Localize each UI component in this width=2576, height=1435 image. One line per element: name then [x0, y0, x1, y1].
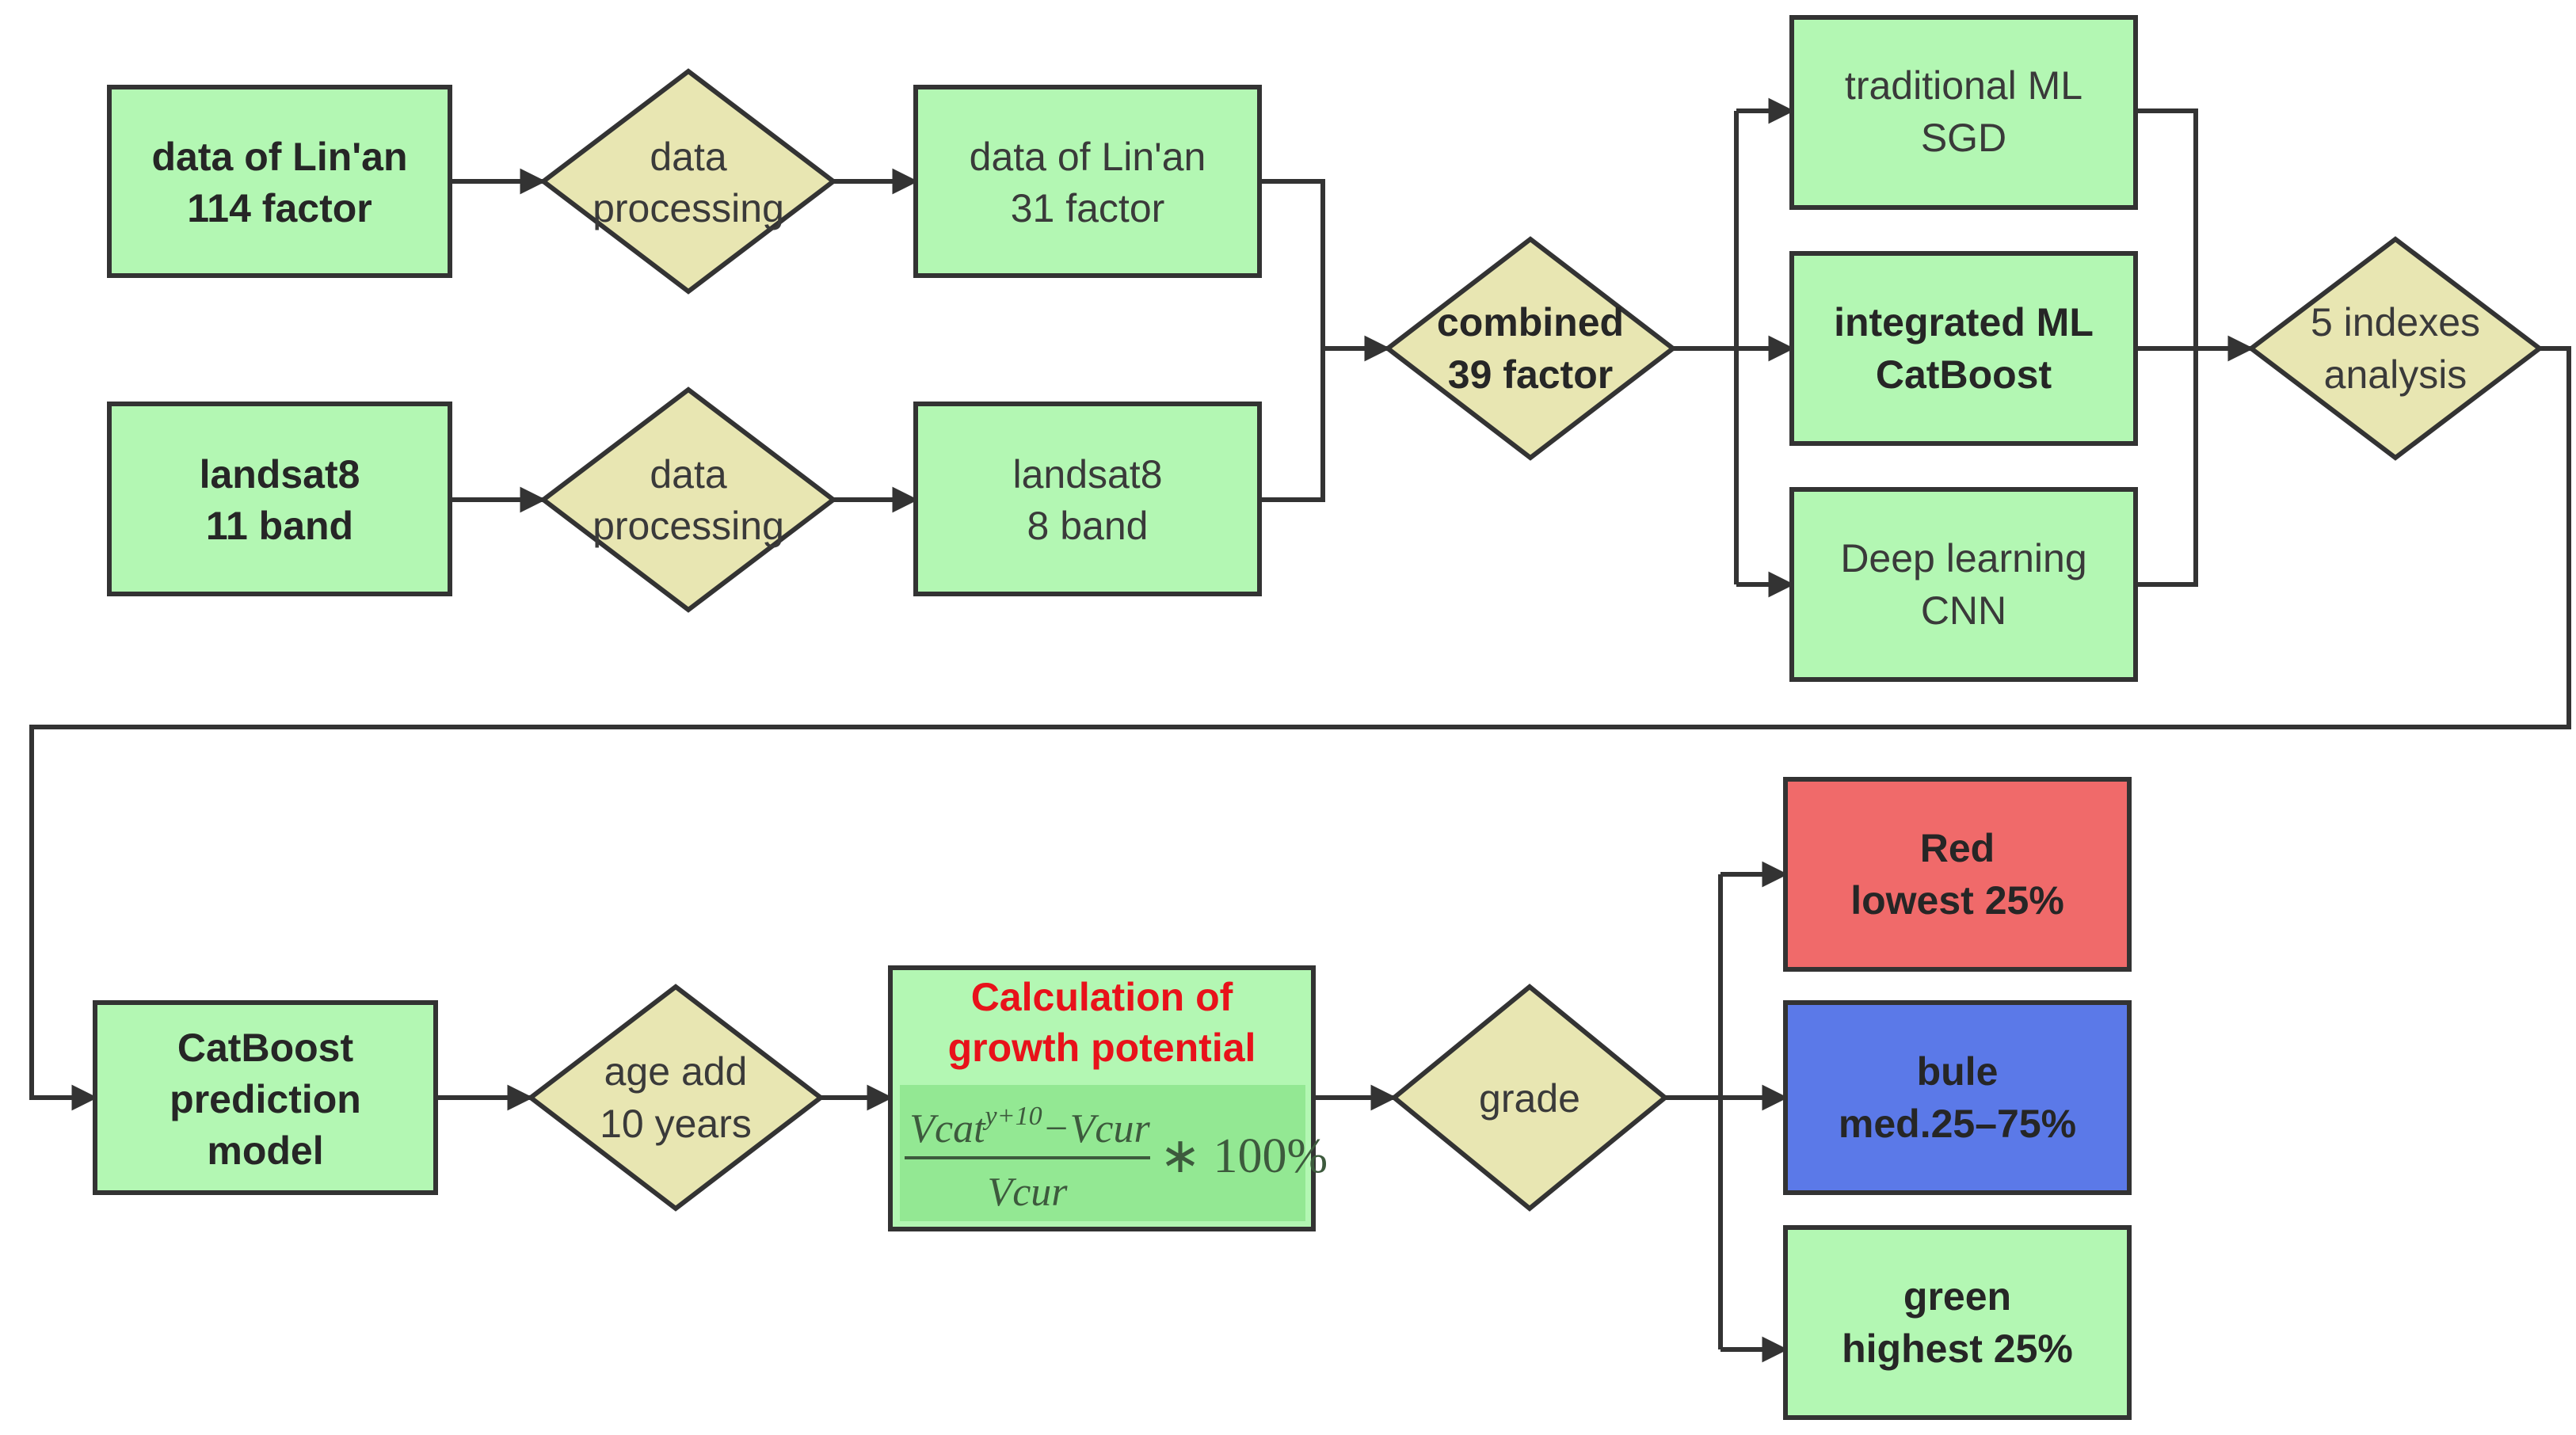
node-shape: [1789, 487, 2138, 682]
node-shape: [1783, 1225, 2132, 1420]
node-label: data: [650, 135, 727, 179]
node-deep-learning-cnn: Deep learning CNN: [1789, 487, 2138, 682]
connector-grade-to-branch: [1665, 874, 1723, 1349]
formula-background: [900, 1085, 1305, 1221]
formula-denominator: Vcur: [987, 1170, 1068, 1215]
node-label: 10 years: [600, 1102, 752, 1146]
node-label: grade: [1479, 1076, 1580, 1121]
node-linan-31-factor: data of Lin'an 31 factor: [913, 85, 1262, 278]
node-label: highest 25%: [1842, 1327, 2073, 1371]
node-shape: [527, 984, 825, 1212]
formula-numerator: Vcaty+10−Vcur: [909, 1102, 1150, 1151]
node-shape: [107, 85, 452, 278]
node-blue-medium: bule med.25–75%: [1783, 1000, 2132, 1195]
node-label: data of Lin'an: [152, 135, 408, 179]
node-label: data: [650, 452, 727, 497]
growth-formula: Vcaty+10−Vcur Vcur ∗ 100%: [900, 1085, 1328, 1221]
node-title: Calculation of: [971, 975, 1233, 1019]
node-traditional-ml-sgd: traditional ML SGD: [1789, 15, 2138, 210]
node-label: age add: [604, 1049, 748, 1094]
node-shape: [1384, 236, 1677, 461]
node-label: 39 factor: [1448, 352, 1613, 397]
connector-linan31-to-merge: [1259, 179, 1325, 502]
node-label: analysis: [2324, 352, 2467, 397]
node-label: integrated ML: [1834, 300, 2094, 344]
node-green-highest: green highest 25%: [1783, 1225, 2132, 1420]
node-data-processing-2: data processing: [539, 386, 837, 613]
node-label: data of Lin'an: [970, 135, 1206, 179]
connector-indexes-wrap: [29, 346, 2571, 1111]
node-label: 8 band: [1027, 504, 1149, 548]
formula-multiplier: ∗ 100%: [1160, 1129, 1328, 1183]
node-shape: [1789, 15, 2138, 210]
node-shape: [913, 85, 1262, 278]
formula-superscript: y+10: [983, 1102, 1042, 1131]
node-label: prediction: [170, 1077, 361, 1121]
node-shape: [913, 402, 1262, 596]
node-combined-39-factor: combined 39 factor: [1384, 236, 1677, 461]
node-label: 31 factor: [1011, 186, 1165, 230]
node-linan-114-factor: data of Lin'an 114 factor: [107, 85, 452, 278]
node-label: CatBoost: [1876, 352, 2052, 397]
node-landsat8-11-band: landsat8 11 band: [107, 402, 452, 596]
node-label: lowest 25%: [1850, 878, 2064, 923]
node-catboost-prediction-model: CatBoost prediction model: [93, 1000, 438, 1195]
node-label: CNN: [1921, 588, 2006, 633]
node-shape: [107, 402, 452, 596]
node-label: med.25–75%: [1839, 1102, 2076, 1146]
node-label: traditional ML: [1845, 63, 2083, 108]
node-label: SGD: [1921, 116, 2006, 160]
node-label: 5 indexes: [2311, 300, 2480, 344]
node-red-lowest: Red lowest 25%: [1783, 777, 2132, 972]
node-label: processing: [593, 186, 784, 230]
node-shape: [539, 386, 837, 613]
node-label: landsat8: [200, 452, 360, 497]
node-label: landsat8: [1012, 452, 1162, 497]
node-calculation-growth-potential: Calculation of growth potential Vcaty+10…: [888, 965, 1328, 1231]
node-label: Deep learning: [1840, 536, 2086, 580]
node-shape: [1783, 1000, 2132, 1195]
node-shape: [1390, 984, 1669, 1212]
node-shape: [1783, 777, 2132, 972]
connectors: [29, 97, 2571, 1363]
node-shape: [93, 1000, 438, 1195]
node-label: CatBoost: [177, 1026, 354, 1070]
formula-numerator-base: Vcat: [909, 1106, 986, 1151]
node-5-indexes-analysis: 5 indexes analysis: [2247, 236, 2544, 461]
node-label: Red: [1920, 826, 1995, 870]
node-label: 11 band: [206, 504, 353, 548]
node-label: 114 factor: [187, 186, 372, 230]
node-data-processing-1: data processing: [539, 68, 837, 295]
connector-models-to-merge: [2136, 108, 2198, 587]
node-shape: [1789, 251, 2138, 446]
node-integrated-ml-catboost: integrated ML CatBoost: [1789, 251, 2138, 446]
connector-combined-to-branch: [1673, 111, 1739, 584]
node-label: bule: [1917, 1049, 1999, 1094]
node-title: growth potential: [948, 1026, 1256, 1070]
node-grade: grade: [1390, 984, 1669, 1212]
node-age-add-10-years: age add 10 years: [527, 984, 825, 1212]
node-label: processing: [593, 504, 784, 548]
node-shape: [539, 68, 837, 295]
node-label: model: [207, 1129, 323, 1173]
node-label: combined: [1437, 300, 1624, 344]
node-shape: [2247, 236, 2544, 461]
formula-numerator-rest: −Vcur: [1042, 1106, 1151, 1151]
node-label: green: [1903, 1274, 2011, 1319]
node-landsat8-8-band: landsat8 8 band: [913, 402, 1262, 596]
